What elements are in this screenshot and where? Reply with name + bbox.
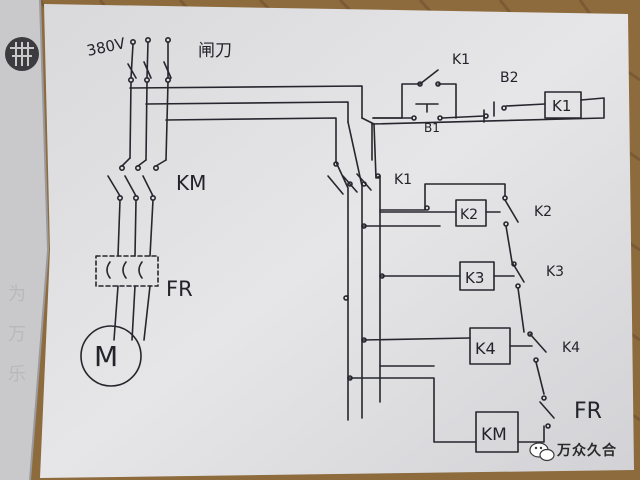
relay-k2-label: K2 [460, 207, 478, 223]
paper-page [40, 4, 634, 478]
wechat-icon [529, 442, 555, 462]
diagram-labels: 380V 闸刀 KM FR M K1 B2 B1 K1 K1 K2 K2 K3 … [85, 34, 602, 445]
km-main-label: KM [176, 171, 206, 195]
page-fold [29, 0, 50, 480]
notebook-logo [5, 37, 39, 71]
relay-k3-label: K3 [465, 269, 484, 287]
page-faint-marks: 为万乐 [8, 284, 26, 385]
relay-k4-label: K4 [475, 339, 496, 358]
coil-km-label: KM [481, 425, 507, 445]
fr-main-label: FR [166, 277, 193, 301]
fr-control-label: FR [574, 399, 602, 424]
k3-contact-label: K3 [546, 264, 564, 280]
svg-text:万: 万 [8, 324, 26, 345]
motor-label: M [94, 340, 118, 373]
left-page [0, 0, 48, 480]
relay-k1-label: K1 [552, 97, 571, 115]
k1-contact-label: K1 [394, 172, 412, 188]
k2-contact-label: K2 [534, 204, 552, 220]
knife-switch-label: 闸刀 [198, 41, 232, 61]
svg-text:乐: 乐 [8, 364, 26, 385]
ink-lines [80, 36, 605, 453]
b2-label: B2 [500, 70, 519, 86]
k4-contact-label: K4 [562, 340, 580, 356]
svg-text:为: 为 [8, 284, 26, 305]
k1-top-label: K1 [452, 52, 470, 68]
b1-label: B1 [424, 121, 440, 135]
watermark-text: 万众久合 [557, 443, 617, 459]
